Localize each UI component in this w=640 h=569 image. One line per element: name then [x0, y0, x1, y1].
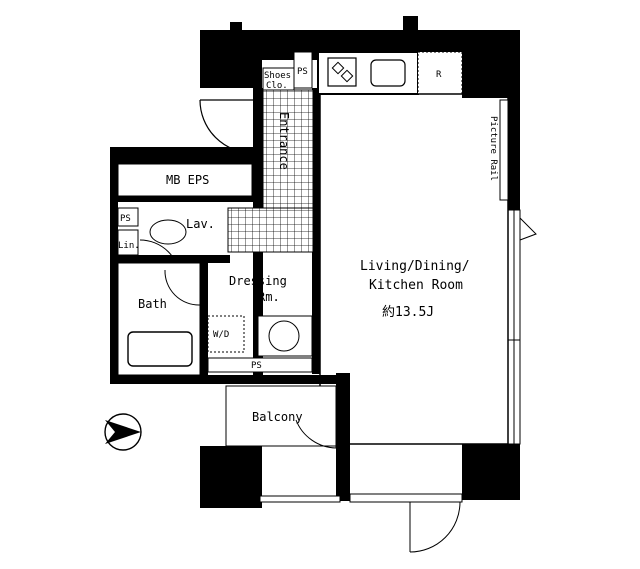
ps-left-box: [117, 207, 139, 227]
lavatory-sink: [149, 219, 187, 245]
kitchen-label: Kitchen Room: [369, 278, 463, 293]
exterior-door: [409, 501, 461, 553]
wd-label: W/D: [213, 330, 229, 340]
mb-eps-label: MB EPS: [166, 173, 209, 187]
dressing-basin: [268, 320, 300, 352]
ps-bottom-box: [207, 357, 313, 373]
entrance-floor-ext: [227, 207, 314, 253]
north-arrow-icon: [104, 413, 142, 451]
ps-bottom-label: PS: [251, 361, 262, 371]
side-vent-icon: [519, 216, 537, 241]
lin-closet: [117, 229, 139, 256]
bath-door: [164, 269, 201, 306]
dressing-label: Dressing: [229, 274, 287, 288]
balcony-label: Balcony: [252, 410, 303, 424]
balcony-door: [295, 398, 337, 449]
mb-eps-box: [110, 147, 260, 202]
lav-label: Lav.: [186, 217, 215, 231]
area-label: 約13.5J: [382, 305, 434, 320]
balcony-rail: [259, 495, 341, 503]
bath-label: Bath: [138, 297, 167, 311]
living-label: Living/Dining/: [360, 259, 470, 274]
clo-label: Clo.: [266, 81, 288, 91]
kitchen-counter: [317, 51, 463, 95]
lin-label: Lin.: [118, 241, 140, 251]
bathtub: [127, 331, 193, 367]
picture-rail-label: Picture Rail: [488, 116, 498, 181]
living-window: [507, 209, 521, 445]
ps-top-label: PS: [297, 67, 308, 77]
wd-box: [207, 315, 245, 353]
refrigerator-label: R: [436, 70, 442, 80]
front-door: [199, 99, 254, 154]
dressing-rm-label: Rm.: [258, 290, 280, 304]
shoes-label: Shoes: [264, 71, 291, 81]
picture-rail: [499, 99, 509, 201]
bottom-window: [349, 493, 463, 503]
ps-left-label: PS: [120, 214, 131, 224]
entrance-label: Entrance: [277, 112, 291, 170]
wet-area-walls: [110, 200, 350, 384]
